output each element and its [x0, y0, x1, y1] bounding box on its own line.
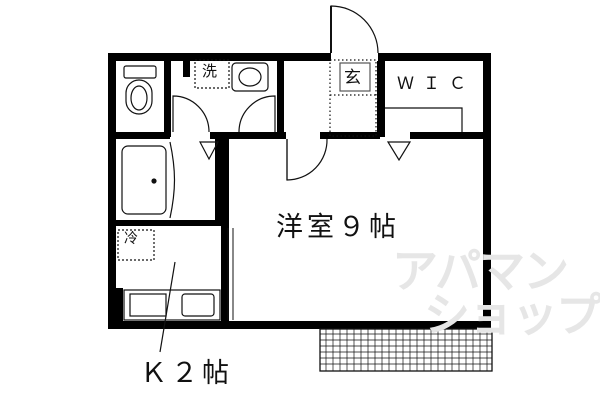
wall-top-right [378, 53, 491, 61]
wall-room-top-right [410, 132, 488, 139]
toilet-tank [123, 65, 157, 79]
fridge-space [117, 229, 155, 261]
watermark: アパマン ショップ [392, 244, 600, 342]
room-label-fridge: 冷 [124, 231, 138, 247]
entrance-step [329, 59, 377, 137]
kitchen-counter [123, 289, 221, 321]
room-label-entrance: 玄 [344, 68, 361, 88]
wall-top [108, 53, 331, 61]
watermark-line-1: アパマン [392, 244, 569, 298]
wall-left [108, 53, 116, 329]
washbasin-bowl [238, 67, 262, 87]
washbasin [231, 62, 269, 92]
wall-toilet-laundry [164, 61, 171, 137]
room-door-swing [286, 138, 328, 181]
wall-right [483, 53, 491, 329]
wall-bath-side [215, 139, 221, 220]
laundry-door-swing-left [172, 95, 210, 133]
marker-triangle-bath [199, 141, 219, 161]
kitchen-sink [181, 293, 215, 317]
laundry-label-box [194, 59, 230, 89]
wall-laundry-entrance [277, 61, 284, 137]
marker-triangle-room [386, 141, 412, 162]
kitchen-label-leader [159, 261, 176, 353]
wic-shelf [385, 107, 463, 132]
room-label-laundry: 洗 [202, 62, 218, 80]
wall-kitchen-post [116, 288, 123, 321]
entrance-door-swing [330, 5, 379, 54]
room-label-western: 洋室９帖 [276, 212, 400, 243]
wall-upper-horizontal-right [210, 132, 286, 139]
wall-bottom [108, 321, 491, 329]
room-label-wic: ＷＩＣ [397, 74, 475, 94]
entrance-label-box [339, 62, 371, 92]
toilet-bowl [125, 79, 153, 115]
bathtub [121, 145, 167, 215]
bathtub-drain [151, 178, 157, 184]
wall-room-left [221, 132, 229, 322]
watermark-line-2: ショップ [424, 287, 600, 342]
room-label-kitchen: Ｋ２帖 [140, 358, 233, 389]
bath-curtain [169, 141, 176, 219]
wall-upper-horizontal-left [108, 132, 170, 139]
balcony [319, 328, 493, 372]
laundry-door-swing-right [238, 95, 276, 133]
kitchen-stove [129, 293, 167, 317]
toilet-seat [130, 85, 148, 111]
wall-bath-kitchen [108, 220, 226, 226]
wall-entrance-wic [377, 61, 385, 137]
wall-small-post [183, 61, 190, 77]
